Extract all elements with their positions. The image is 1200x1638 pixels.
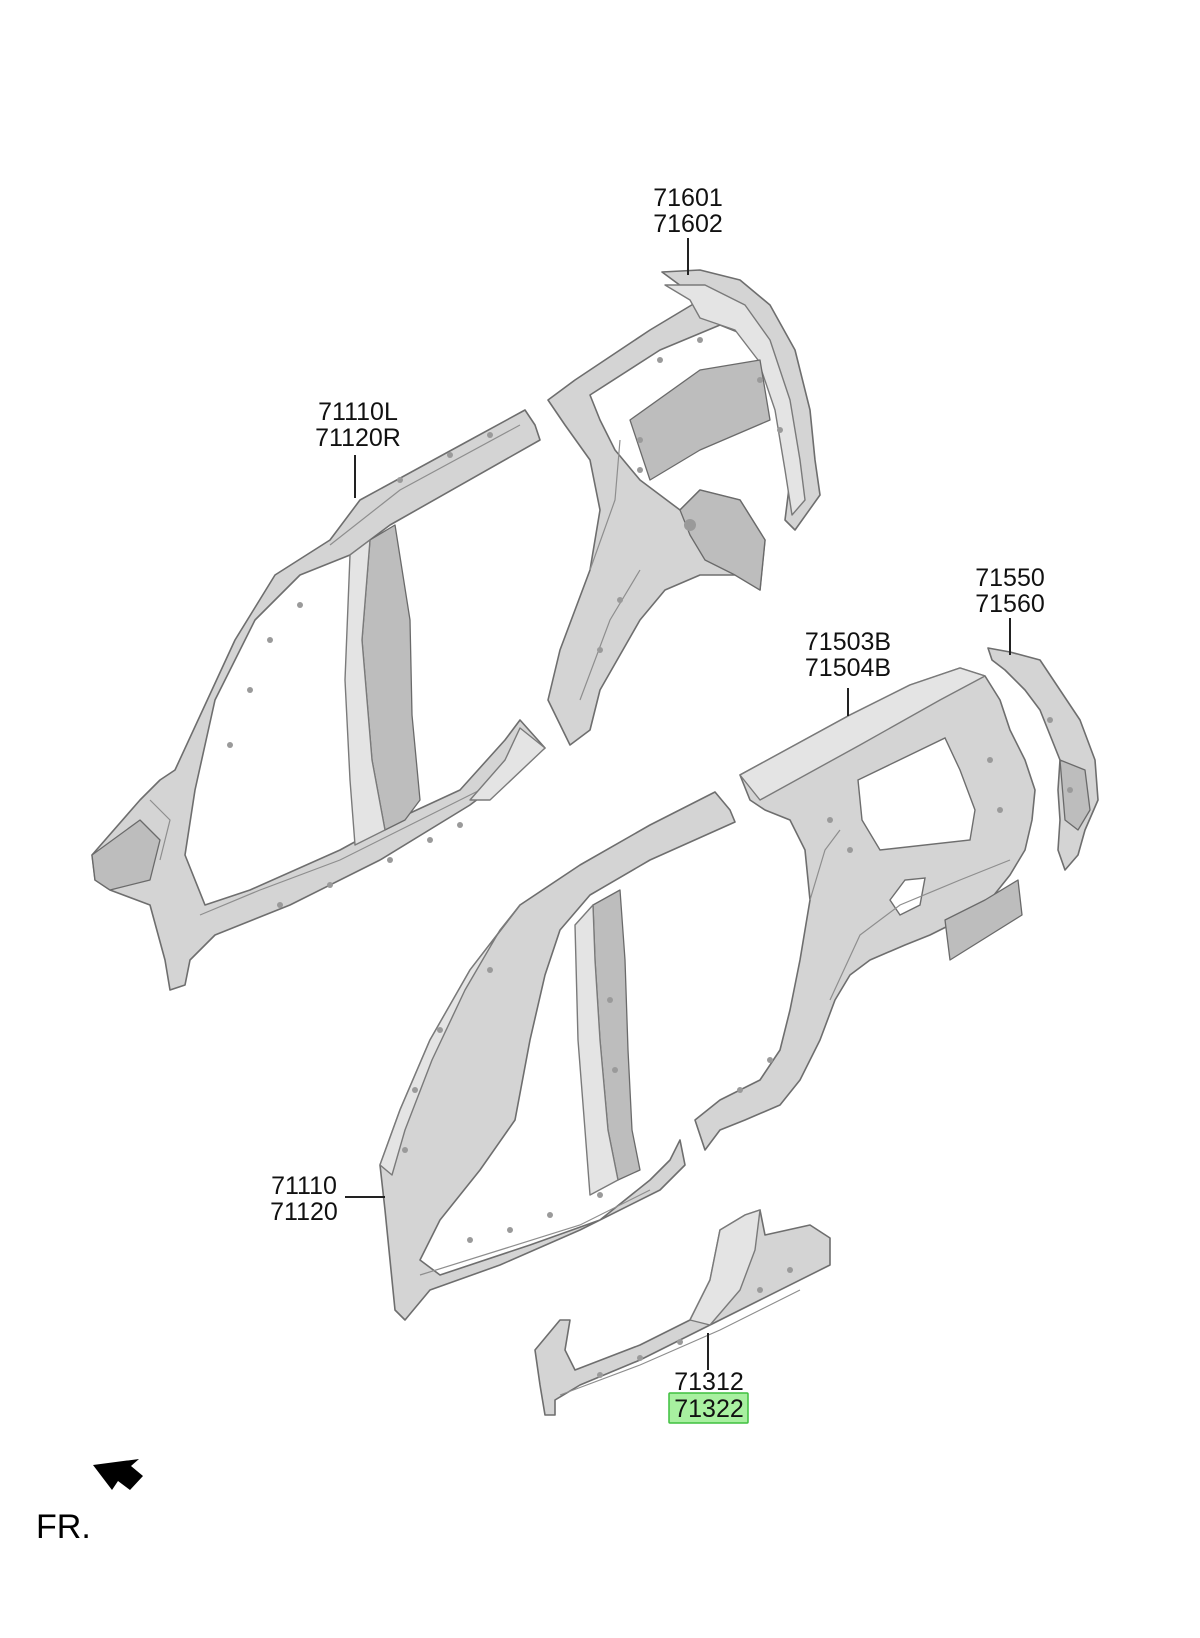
quarter-outer-panel [694,667,1036,1151]
part-number: 71504B [805,654,891,682]
front-label: FR. [36,1508,91,1546]
rear-lamp-panel [987,647,1099,871]
part-number: 71560 [975,590,1045,618]
part-number: 71110L [318,398,398,426]
callout-quarter-outer: 71503B 71504B [805,628,891,682]
callout-rear-lamp-panel: 71550 71560 [975,564,1045,618]
front-direction-arrow-icon [93,1459,143,1490]
callout-outer-front: 71110 71120 [270,1172,338,1226]
callout-sill-outer: 71312 71322 [668,1368,749,1424]
part-number: 71120 [270,1198,338,1226]
inner-front-side-panel [91,409,546,991]
callout-inner-front: 71110L 71120R [315,398,401,452]
part-number: 71110 [271,1172,337,1200]
sill-outer-panel [534,1209,831,1416]
part-number: 71312 [674,1368,744,1396]
part-number: 71601 [653,184,723,212]
part-number-highlighted[interactable]: 71322 [674,1395,744,1423]
part-number: 71503B [805,628,891,656]
inner-rear-panel [547,269,821,746]
front-orientation-indicator: FR. [36,1459,143,1546]
part-number: 71602 [653,210,723,238]
part-number: 71120R [315,424,401,452]
part-number: 71550 [975,564,1045,592]
callout-inner-rear: 71601 71602 [653,184,723,238]
outer-front-side-panel [379,791,736,1321]
part-number-highlight [668,1392,749,1424]
